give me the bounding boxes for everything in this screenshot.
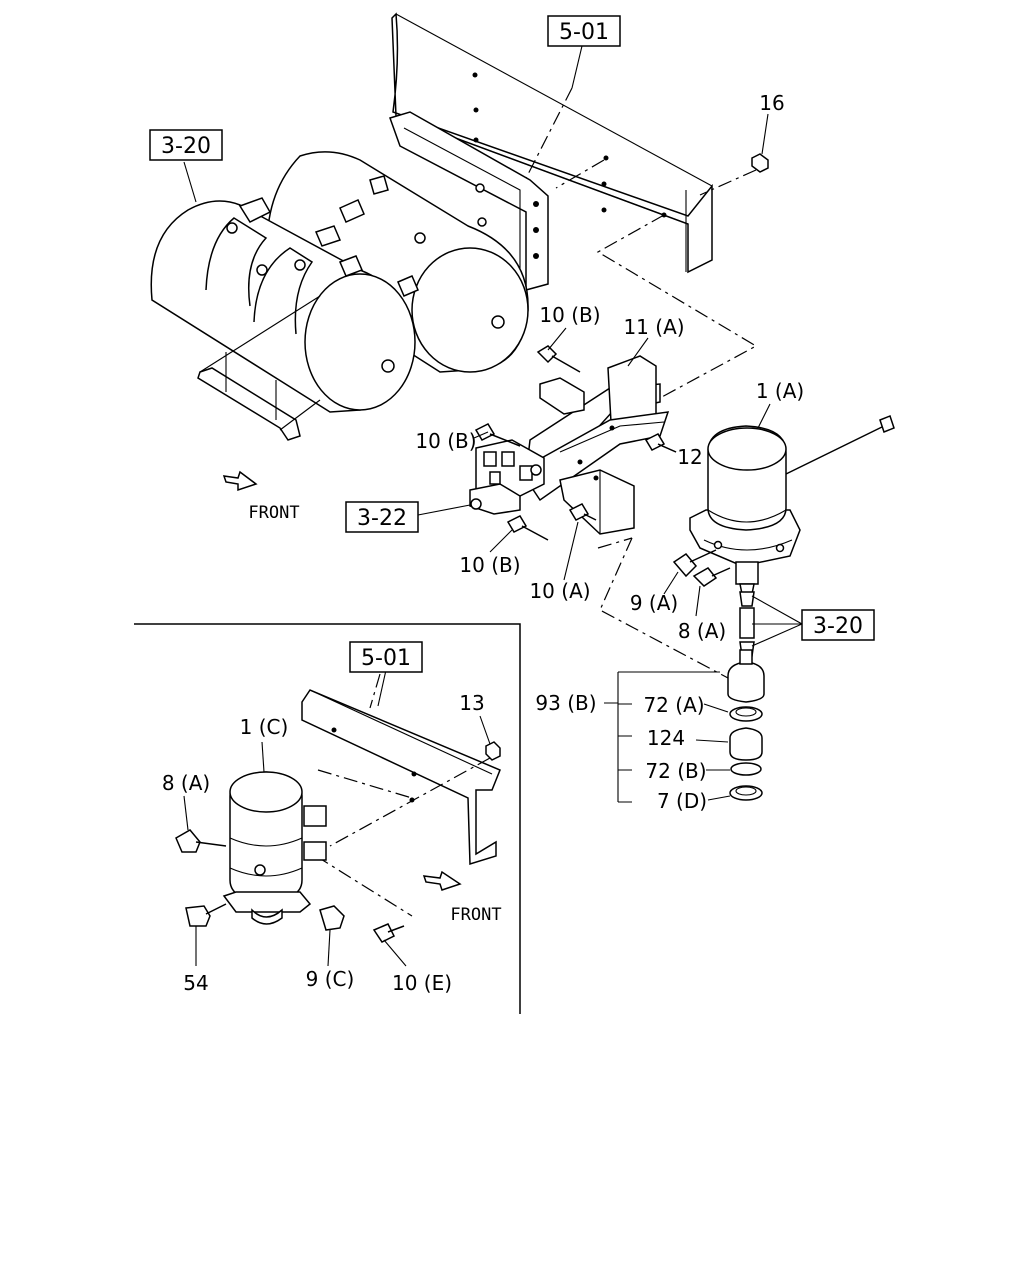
inset-border bbox=[134, 623, 521, 1014]
label-16: 16 bbox=[759, 91, 784, 115]
air-dryer-inset bbox=[222, 771, 327, 925]
label-12: 12 bbox=[677, 445, 702, 469]
label-1a: 1 (A) bbox=[756, 379, 804, 403]
fittings-inset bbox=[175, 829, 405, 943]
ref-box-5-01-top[interactable]: 5-01 bbox=[547, 15, 621, 47]
leader-lines bbox=[183, 45, 804, 967]
svg-text:3-22: 3-22 bbox=[357, 506, 407, 531]
ref-box-3-20-right[interactable]: 3-20 bbox=[801, 609, 875, 641]
label-9c: 9 (C) bbox=[306, 967, 355, 991]
front-arrow-top bbox=[222, 470, 258, 492]
ref-box-5-01-inset[interactable]: 5-01 bbox=[349, 641, 423, 673]
bracket-and-valves bbox=[469, 355, 670, 535]
label-10b-lower: 10 (B) bbox=[459, 553, 520, 577]
bolts-center bbox=[474, 345, 677, 541]
label-8a-inset: 8 (A) bbox=[162, 771, 210, 795]
svg-text:5-01: 5-01 bbox=[559, 20, 609, 45]
front-label-inset: FRONT bbox=[450, 905, 501, 925]
front-label-top: FRONT bbox=[248, 503, 299, 523]
label-13: 13 bbox=[459, 691, 484, 715]
label-10b-mid: 10 (B) bbox=[415, 429, 476, 453]
label-93b: 93 (B) bbox=[535, 691, 596, 715]
label-7d: 7 (D) bbox=[657, 789, 707, 813]
label-10b-upper: 10 (B) bbox=[539, 303, 600, 327]
nut-13 bbox=[485, 741, 501, 761]
air-tank-assembly bbox=[150, 111, 549, 441]
label-72b: 72 (B) bbox=[645, 759, 706, 783]
label-10e: 10 (E) bbox=[392, 971, 452, 995]
ref-box-3-22[interactable]: 3-22 bbox=[345, 501, 419, 533]
filter-stack bbox=[727, 591, 765, 801]
svg-text:3-20: 3-20 bbox=[813, 614, 863, 639]
label-72a: 72 (A) bbox=[643, 693, 704, 717]
fittings-9a-8a bbox=[672, 549, 731, 587]
frame-rail-inset bbox=[301, 689, 501, 866]
front-arrow-inset bbox=[422, 870, 462, 891]
label-54: 54 bbox=[183, 971, 208, 995]
label-1c: 1 (C) bbox=[240, 715, 289, 739]
nut-16 bbox=[751, 153, 769, 173]
label-8a: 8 (A) bbox=[678, 619, 726, 643]
label-9a: 9 (A) bbox=[630, 591, 678, 615]
label-11a: 11 (A) bbox=[623, 315, 684, 339]
air-dryer-main bbox=[689, 415, 895, 595]
ref-box-3-20-left[interactable]: 3-20 bbox=[149, 129, 223, 161]
svg-text:5-01: 5-01 bbox=[361, 646, 411, 671]
label-10a: 10 (A) bbox=[529, 579, 590, 603]
svg-text:3-20: 3-20 bbox=[161, 134, 211, 159]
label-124: 124 bbox=[647, 726, 685, 750]
